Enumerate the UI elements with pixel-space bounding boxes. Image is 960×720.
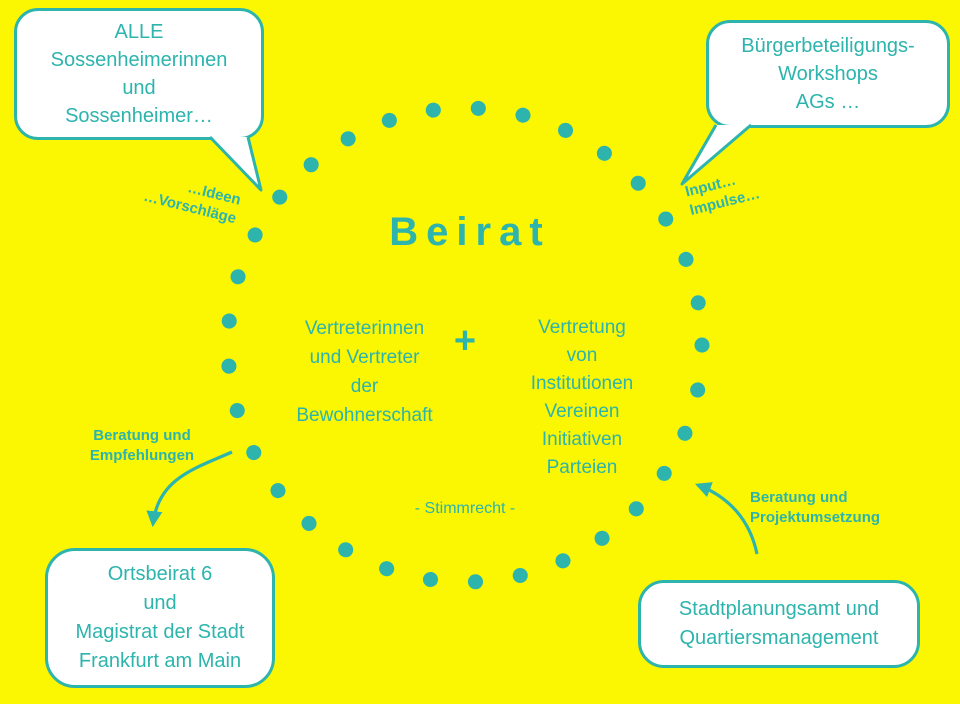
- bubble-residents-tail: [208, 135, 263, 192]
- circle-members-left: Vertreterinnen und Vertreter der Bewohne…: [296, 318, 433, 426]
- box-stadtplanungsamt: Stadtplanungsamt und Quartiersmanagement: [638, 580, 920, 668]
- plus-sign: +: [453, 320, 477, 362]
- bubble-workshops: Bürgerbeteiligungs- Workshops AGs …: [706, 20, 950, 128]
- label-advice-right: Beratung und Projektumsetzung: [750, 489, 881, 526]
- circle-title: Beirat: [389, 210, 551, 254]
- label-advice-left: Beratung und Empfehlungen: [89, 427, 195, 464]
- voting-note: - Stimmrecht -: [414, 500, 516, 517]
- bubble-residents: ALLE Sossenheimerinnen und Sossenheimer…: [14, 8, 264, 140]
- box-ortsbeirat-text: Ortsbeirat 6 und Magistrat der Stadt Fra…: [75, 563, 245, 672]
- box-ortsbeirat: Ortsbeirat 6 und Magistrat der Stadt Fra…: [45, 548, 275, 688]
- bubble-residents-text: ALLE Sossenheimerinnen und Sossenheimer…: [50, 21, 228, 127]
- label-ideas: …Ideen …Vorschläge: [141, 179, 243, 228]
- label-input: Input… Impulse…: [683, 171, 762, 219]
- box-stadtplanungsamt-text: Stadtplanungsamt und Quartiersmanagement: [678, 598, 880, 649]
- bottom-margin-strip: [0, 704, 960, 720]
- circle-members-right: Vertretung von Institutionen Vereinen In…: [530, 317, 634, 478]
- arrow-from-stadtplanungsamt: [695, 482, 759, 555]
- bubble-workshops-text: Bürgerbeteiligungs- Workshops AGs …: [741, 35, 915, 113]
